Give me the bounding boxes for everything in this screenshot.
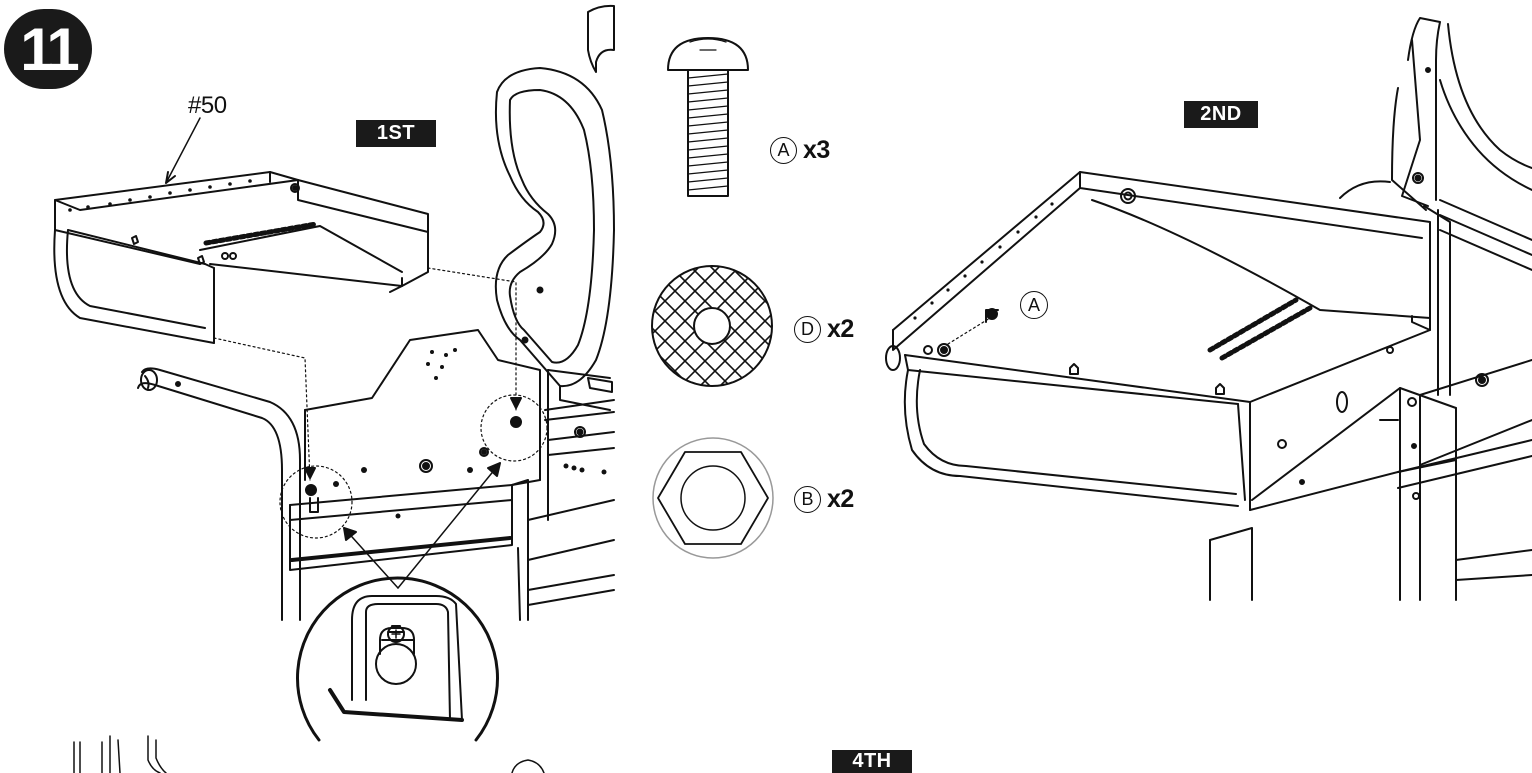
- stage-label-fourth: 4TH: [832, 750, 912, 773]
- right-scene: [885, 17, 1532, 601]
- hardware-quantity: x2: [827, 315, 854, 343]
- hardware-quantity: x3: [803, 136, 830, 164]
- hardware-row-hex-nut: B x2: [794, 485, 854, 514]
- hardware-letter: D: [794, 316, 821, 343]
- hardware-row-washer: D x2: [794, 315, 854, 344]
- hex-nut-icon: [652, 437, 774, 559]
- screw-callout-letter: A: [1020, 291, 1048, 319]
- hardware-letter: A: [770, 137, 797, 164]
- stage-label-first: 1ST: [356, 120, 436, 147]
- step-number-badge: 11: [4, 9, 92, 89]
- left-scene: [53, 4, 615, 742]
- hardware-quantity: x2: [827, 485, 854, 513]
- hardware-panel: [651, 37, 774, 559]
- stage-label-second: 2ND: [1184, 101, 1258, 128]
- part-number-label: #50: [188, 92, 227, 119]
- screw-icon: [667, 37, 749, 197]
- hardware-letter: B: [794, 486, 821, 513]
- washer-icon: [651, 265, 773, 387]
- next-step-fragment: [73, 735, 545, 773]
- hardware-row-screw: A x3: [770, 136, 830, 165]
